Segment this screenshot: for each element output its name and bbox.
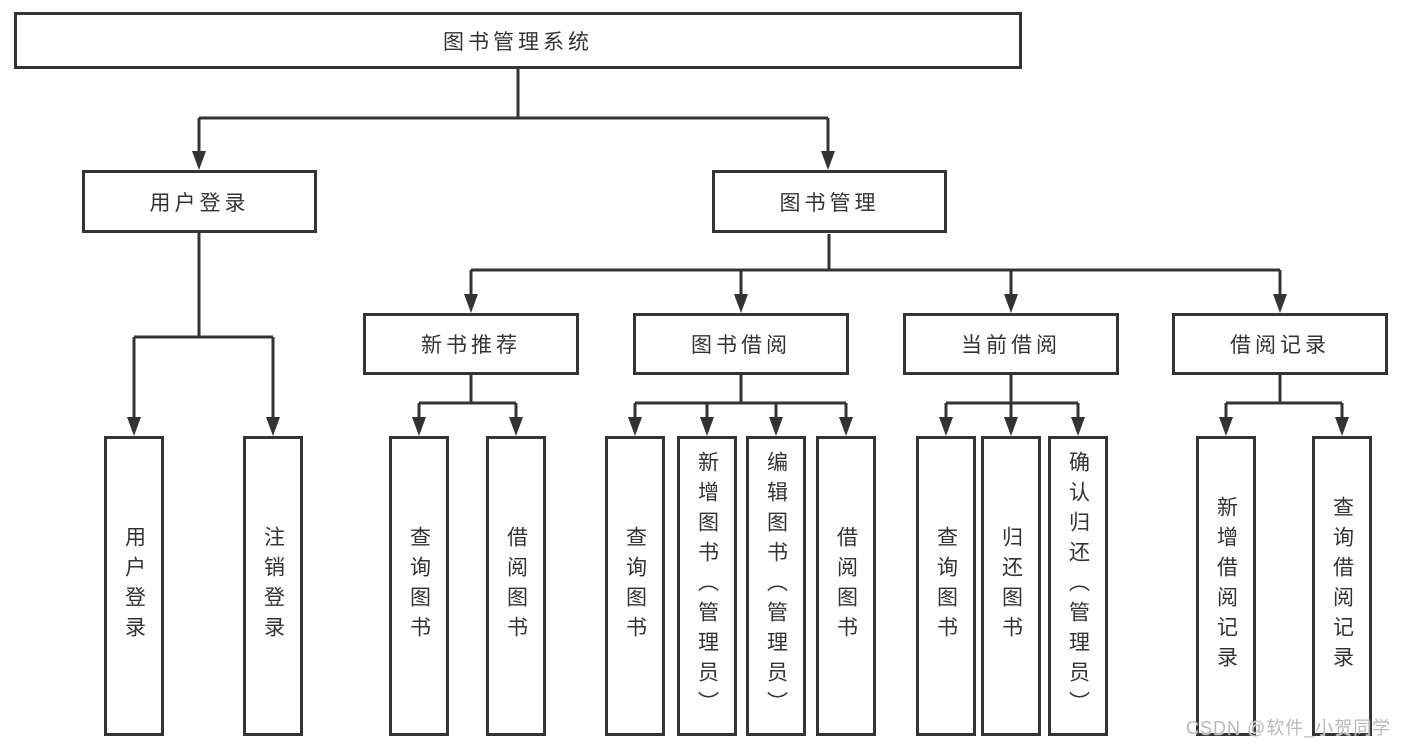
node-current-borrow: 当前借阅 [903,313,1119,375]
node-label: 查询图书 [623,526,647,646]
leaf-borrow-edit-books-admin: 编辑图书（管理员） [746,436,806,736]
leaf-current-return-books: 归还图书 [981,436,1041,736]
leaf-borrow-query-books: 查询图书 [605,436,665,736]
leaf-current-confirm-return-admin: 确认归还（管理员） [1048,436,1108,736]
node-label: 借阅图书 [504,526,528,646]
node-label: 新增借阅记录 [1214,496,1238,676]
node-label: 归还图书 [999,526,1023,646]
leaf-records-add-record: 新增借阅记录 [1196,436,1256,736]
node-book-borrow: 图书借阅 [633,313,849,375]
node-label: 注销登录 [261,526,285,646]
node-user-login: 用户登录 [82,170,317,233]
node-label: 编辑图书（管理员） [764,451,788,721]
leaf-user-login: 用户登录 [104,436,164,736]
leaf-records-query-record: 查询借阅记录 [1312,436,1372,736]
node-label: 借阅记录 [1230,334,1330,357]
node-label: 图书借阅 [691,334,791,357]
node-label: 新书推荐 [421,334,521,357]
node-label: 新增图书（管理员） [695,451,719,721]
leaf-newbook-borrow-books: 借阅图书 [486,436,546,736]
leaf-borrow-add-books-admin: 新增图书（管理员） [677,436,737,736]
node-label: 查询图书 [407,526,431,646]
csdn-watermark: CSDN @软件_小贺同学 [1186,718,1392,738]
node-label: 图书管理系统 [443,30,593,54]
node-label: 用户登录 [122,526,146,646]
node-label: 用户登录 [149,191,250,215]
leaf-borrow-borrow-books: 借阅图书 [816,436,876,736]
node-borrow-records: 借阅记录 [1172,313,1388,375]
node-label: 当前借阅 [961,334,1061,357]
node-label: 图书管理 [779,191,880,215]
node-book-management: 图书管理 [712,170,947,233]
leaf-logout: 注销登录 [243,436,303,736]
leaf-newbook-query-books: 查询图书 [389,436,449,736]
leaf-current-query-books: 查询图书 [916,436,976,736]
node-label: 查询借阅记录 [1330,496,1354,676]
node-label: 确认归还（管理员） [1066,451,1090,721]
node-label: 查询图书 [934,526,958,646]
node-new-book-recommend: 新书推荐 [363,313,579,375]
node-library-management-system: 图书管理系统 [14,12,1022,69]
node-label: 借阅图书 [834,526,858,646]
